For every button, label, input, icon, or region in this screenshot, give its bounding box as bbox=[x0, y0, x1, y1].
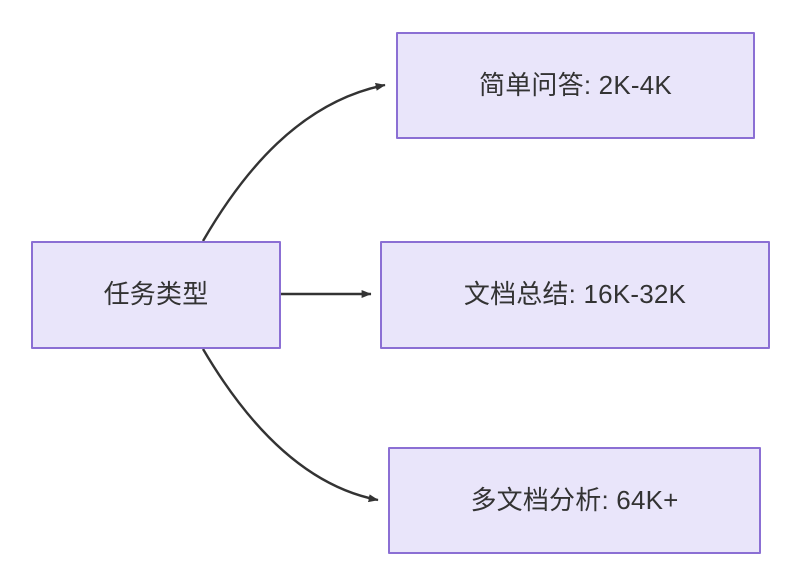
node-task-type-label: 任务类型 bbox=[103, 279, 209, 310]
node-simple-qa-label: 简单问答: 2K-4K bbox=[479, 69, 672, 100]
edge-root-to-simple-qa bbox=[201, 82, 386, 242]
node-doc-summary[interactable]: 文档总结: 16K-32K bbox=[380, 241, 770, 349]
node-doc-summary-label: 文档总结: 16K-32K bbox=[463, 279, 687, 310]
edge-root-to-multi-doc bbox=[201, 348, 379, 503]
node-simple-qa[interactable]: 简单问答: 2K-4K bbox=[396, 32, 755, 139]
node-multi-doc[interactable]: 多文档分析: 64K+ bbox=[388, 447, 761, 554]
node-multi-doc-label: 多文档分析: 64K+ bbox=[470, 484, 679, 515]
node-task-type[interactable]: 任务类型 bbox=[31, 241, 281, 349]
